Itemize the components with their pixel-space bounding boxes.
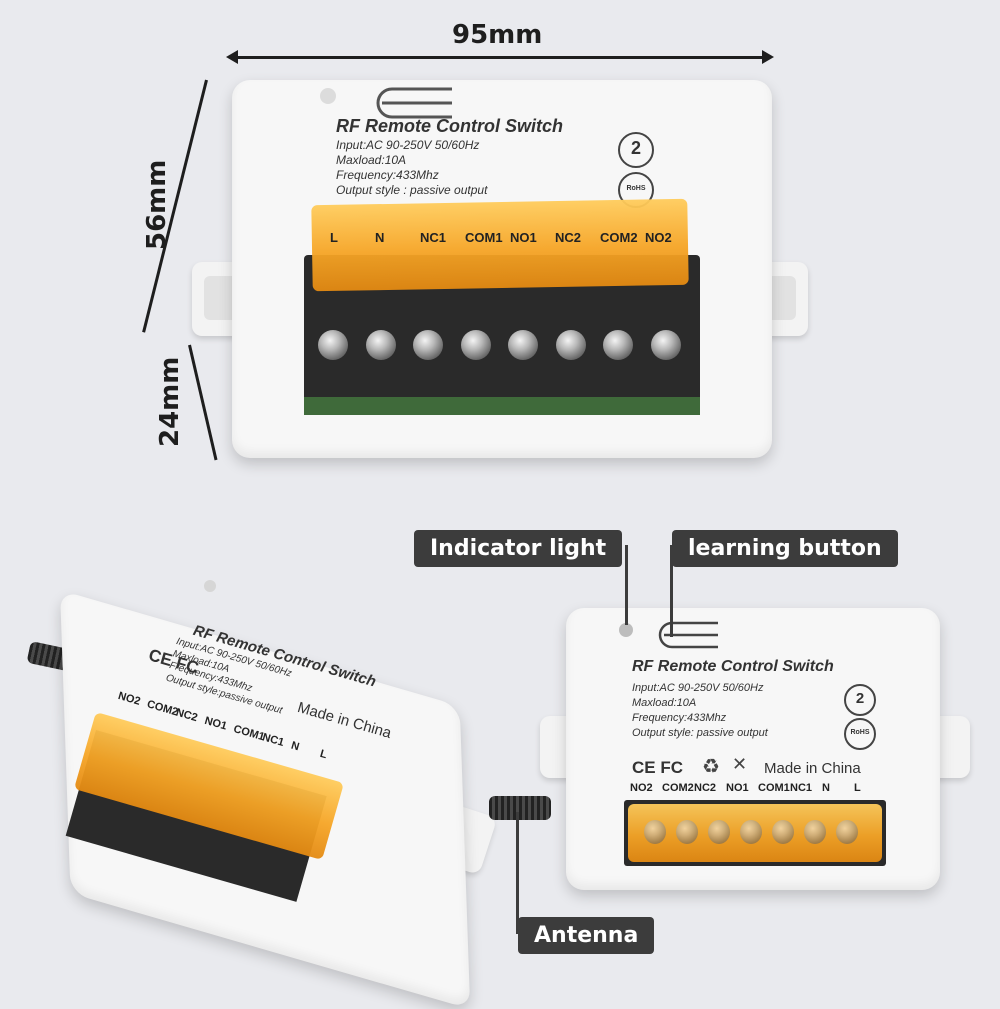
right-terminal-label: NO2	[630, 782, 653, 794]
right-terminal-label: NC1	[790, 782, 813, 794]
left-indicator-hole	[204, 580, 216, 592]
right-terminal-label: N	[822, 782, 830, 794]
right-terminal-label: COM2	[662, 782, 694, 794]
right-indicator-light	[619, 623, 633, 637]
antenna-leader	[516, 812, 519, 934]
right-channels-badge: 2	[844, 684, 876, 716]
right-terminal-label: L	[854, 782, 861, 794]
terminal-screw-icon	[603, 330, 633, 360]
channels-badge: 2	[618, 132, 654, 168]
right-device-frequency: Frequency:433Mhz	[632, 712, 727, 724]
terminal-screw-icon	[413, 330, 443, 360]
right-learning-button-icon	[658, 621, 718, 649]
right-device-input: Input:AC 90-250V 50/60Hz	[632, 682, 764, 694]
terminal-screw-icon	[650, 330, 681, 360]
terminal-screw-icon	[804, 820, 826, 844]
right-terminal-label: NO1	[726, 782, 749, 794]
top-terminal-label: L	[330, 230, 338, 245]
top-device-frequency: Frequency:433Mhz	[336, 168, 439, 182]
right-device-title: RF Remote Control Switch	[632, 658, 834, 675]
right-rohs-badge: RoHS	[844, 718, 876, 750]
indicator-light-callout: Indicator light	[414, 530, 623, 567]
terminal-screw-icon	[460, 330, 491, 360]
terminal-screw-icon	[676, 820, 698, 844]
width-dimension-arrow	[232, 56, 767, 59]
recycle-icon: ♻	[702, 756, 720, 778]
top-terminal-label: NO1	[510, 230, 537, 245]
top-terminal-label: COM2	[600, 230, 638, 245]
learning-button-callout: learning button	[672, 530, 898, 567]
right-cert-marks: CE FC	[632, 758, 683, 777]
top-terminal-label: N	[375, 230, 385, 245]
depth-dimension-arrow	[188, 344, 218, 461]
top-device-maxload: Maxload:10A	[336, 153, 407, 167]
top-terminal-label: NC2	[555, 230, 582, 245]
terminal-screw-icon	[508, 330, 538, 360]
right-antenna-icon	[489, 796, 551, 820]
arrow-head-right-icon	[762, 50, 774, 64]
antenna-callout: Antenna	[518, 917, 655, 954]
right-terminal-label: NC2	[694, 782, 717, 794]
top-terminal-label: COM1	[465, 230, 503, 245]
depth-dimension-label: 24mm	[155, 356, 185, 447]
terminal-screw-icon	[740, 820, 762, 844]
top-device-output: Output style : passive output	[336, 183, 488, 197]
top-screw-row	[318, 330, 698, 370]
right-made-in-china: Made in China	[764, 760, 861, 777]
right-device-body: RF Remote Control Switch Input:AC 90-250…	[566, 608, 940, 890]
weee-bin-icon: ✕	[732, 754, 748, 774]
right-screw-row	[644, 820, 874, 848]
top-terminal-label: NO2	[645, 230, 672, 245]
learning-button-icon	[376, 87, 452, 119]
right-terminal-label: COM1	[758, 782, 790, 794]
indicator-light-hole	[320, 88, 336, 104]
terminal-screw-icon	[772, 820, 794, 844]
terminal-screw-icon	[318, 330, 348, 360]
terminal-screw-icon	[836, 820, 858, 844]
top-device-input: Input:AC 90-250V 50/60Hz	[336, 138, 480, 152]
top-device-title: RF Remote Control Switch	[336, 116, 564, 136]
terminal-screw-icon	[644, 820, 666, 844]
arrow-head-left-icon	[226, 50, 238, 64]
terminal-screw-icon	[708, 820, 730, 844]
right-device-output: Output style: passive output	[632, 727, 768, 739]
right-device-maxload: Maxload:10A	[632, 697, 697, 709]
top-device-body: RF Remote Control Switch Input:AC 90-250…	[232, 80, 772, 458]
top-terminal-labels: L N NC1 COM1 NO1 NC2 COM2 NO2	[330, 230, 690, 250]
terminal-screw-icon	[555, 330, 586, 360]
top-terminal-label: NC1	[420, 230, 447, 245]
terminal-screw-icon	[365, 330, 396, 360]
learning-button-leader	[670, 545, 673, 637]
width-dimension-label: 95mm	[452, 20, 543, 50]
indicator-light-leader	[625, 545, 628, 625]
